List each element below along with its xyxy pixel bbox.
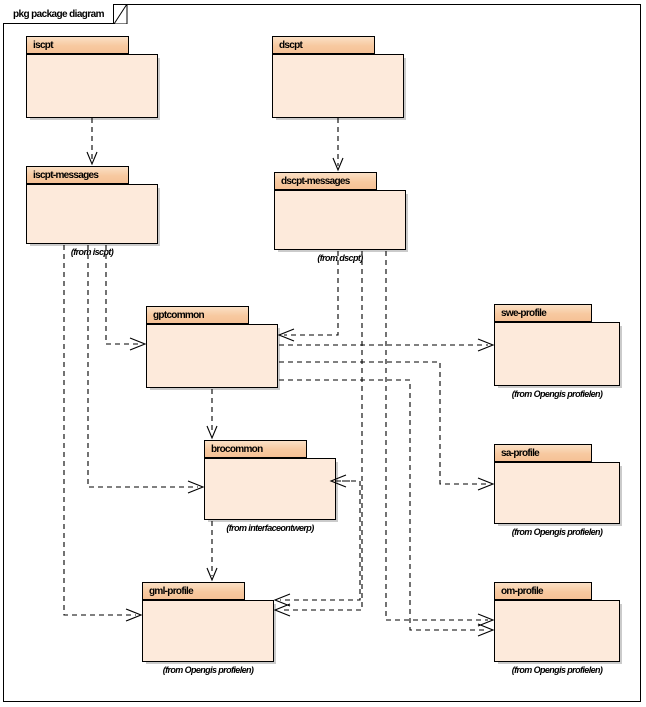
package-name-dscpt: dscpt — [279, 39, 303, 51]
diagram-frame-tab: pkg package diagram — [3, 4, 114, 24]
package-body-om-profile — [494, 600, 620, 662]
diagram-frame — [3, 4, 641, 702]
package-tab-iscpt-messages: iscpt-messages — [26, 166, 129, 184]
package-tab-om-profile: om-profile — [494, 582, 592, 600]
package-from-sa-profile: (from Opengis profielen) — [511, 527, 603, 537]
package-body-iscpt — [26, 54, 158, 118]
package-iscpt-messages[interactable]: iscpt-messages — [26, 166, 158, 244]
diagram-frame-label: pkg package diagram — [13, 8, 104, 20]
package-body-dscpt-messages — [274, 190, 406, 250]
package-name-iscpt: iscpt — [33, 39, 54, 51]
package-swe-profile[interactable]: swe-profile — [494, 304, 620, 386]
package-tab-sa-profile: sa-profile — [494, 444, 592, 462]
package-tab-dscpt: dscpt — [272, 36, 375, 54]
package-from-om-profile: (from Opengis profielen) — [511, 665, 603, 675]
package-gptcommon[interactable]: gptcommon — [146, 306, 278, 388]
package-iscpt[interactable]: iscpt — [26, 36, 158, 118]
package-body-sa-profile — [494, 462, 620, 524]
package-name-swe-profile: swe-profile — [501, 307, 547, 319]
package-name-gptcommon: gptcommon — [153, 309, 205, 321]
package-gml-profile[interactable]: gml-profile — [142, 582, 274, 662]
package-dscpt-messages[interactable]: dscpt-messages — [274, 172, 406, 250]
package-dscpt[interactable]: dscpt — [272, 36, 404, 118]
package-body-brocommon — [204, 458, 336, 520]
package-from-iscpt-messages: (from iscpt) — [70, 247, 114, 257]
package-tab-dscpt-messages: dscpt-messages — [274, 172, 377, 190]
package-body-gml-profile — [142, 600, 274, 662]
package-name-gml-profile: gml-profile — [149, 585, 194, 597]
package-body-swe-profile — [494, 322, 620, 386]
package-name-om-profile: om-profile — [501, 585, 544, 597]
package-tab-brocommon: brocommon — [204, 440, 307, 458]
package-body-gptcommon — [146, 324, 278, 388]
diagram-frame-corner-notch — [114, 4, 128, 24]
package-sa-profile[interactable]: sa-profile — [494, 444, 620, 524]
package-name-dscpt-messages: dscpt-messages — [281, 175, 350, 187]
package-name-brocommon: brocommon — [211, 443, 263, 455]
package-from-brocommon: (from interfaceontwerp) — [226, 523, 314, 533]
frame-notch-icon — [114, 4, 128, 24]
package-tab-iscpt: iscpt — [26, 36, 129, 54]
package-brocommon[interactable]: brocommon — [204, 440, 336, 520]
package-tab-gptcommon: gptcommon — [146, 306, 249, 324]
package-from-dscpt-messages: (from dscpt) — [317, 253, 363, 263]
package-name-sa-profile: sa-profile — [501, 447, 540, 459]
package-from-gml-profile: (from Opengis profielen) — [162, 665, 254, 675]
package-om-profile[interactable]: om-profile — [494, 582, 620, 662]
package-body-iscpt-messages — [26, 184, 158, 244]
package-from-swe-profile: (from Opengis profielen) — [511, 389, 603, 399]
package-tab-gml-profile: gml-profile — [142, 582, 245, 600]
package-body-dscpt — [272, 54, 404, 118]
package-name-iscpt-messages: iscpt-messages — [33, 169, 99, 181]
package-tab-swe-profile: swe-profile — [494, 304, 592, 322]
